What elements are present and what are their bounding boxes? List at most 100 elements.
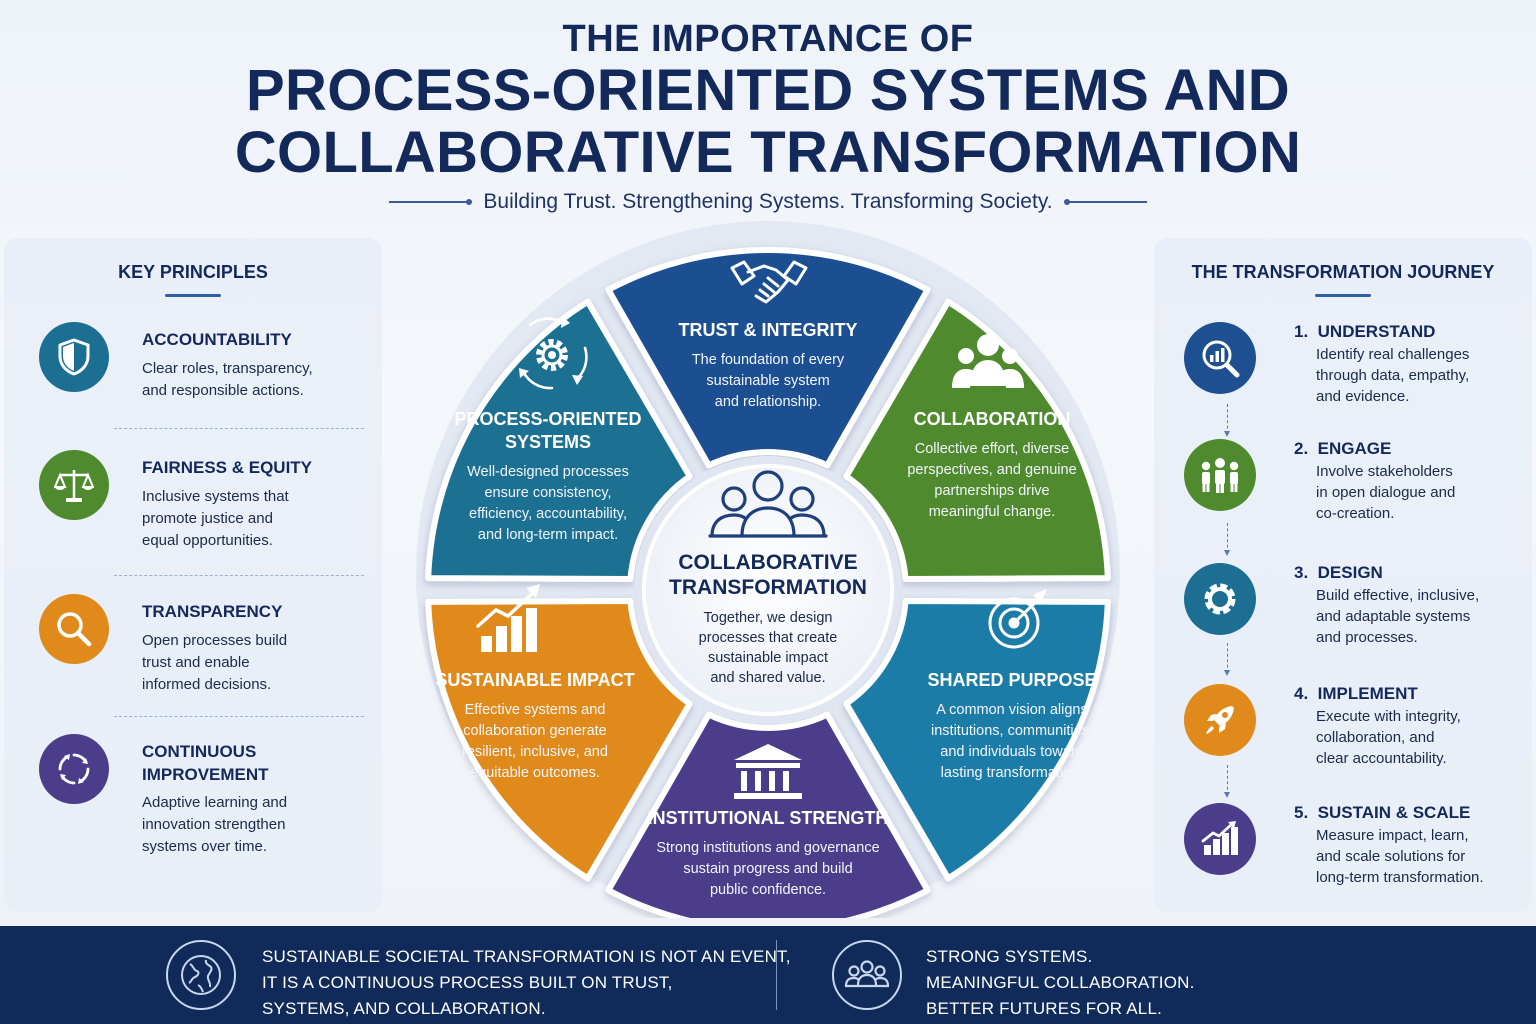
segment-desc-line: meaningful change. xyxy=(928,504,1056,520)
step-number: 2. xyxy=(1294,439,1309,458)
segment-desc: A common vision aligns institutions, com… xyxy=(880,700,1144,784)
principle-divider xyxy=(114,716,364,717)
principle-desc-line: Adaptive learning and xyxy=(142,794,288,811)
step-desc-line: and processes. xyxy=(1316,629,1418,646)
segment-desc-line: ensure consistency, xyxy=(484,485,612,501)
segment-desc-line: lasting transformation. xyxy=(940,765,1084,781)
journey-connector xyxy=(1224,404,1230,437)
institution-icon xyxy=(734,744,802,799)
step-title-text: DESIGN xyxy=(1317,563,1383,582)
principle-desc: Clear roles, transparency, and responsib… xyxy=(142,358,382,402)
journey-connector xyxy=(1224,643,1230,676)
principle-title: TRANSPARENCY xyxy=(142,600,382,623)
scales-icon xyxy=(39,450,109,520)
step-title-text: UNDERSTAND xyxy=(1317,322,1436,341)
step-desc-line: and adaptable systems xyxy=(1316,608,1471,625)
shield-icon xyxy=(39,322,109,392)
step-desc: Build effective, inclusive, and adaptabl… xyxy=(1316,585,1516,648)
center-desc-line: Together, we design xyxy=(703,610,833,626)
principle-desc-line: innovation strengthen xyxy=(142,816,286,833)
rocket-icon xyxy=(1184,684,1256,756)
segment-desc: Collective effort, diverse perspectives,… xyxy=(860,439,1124,523)
page-title-line-2: COLLABORATIVE TRANSFORMATION xyxy=(234,120,1302,185)
footer-right-line: BETTER FUTURES FOR ALL. xyxy=(926,999,1163,1018)
center-desc-line: and shared value. xyxy=(710,670,826,686)
wheel-center-text: COLLABORATIVE TRANSFORMATION Together, w… xyxy=(648,550,888,688)
page-title: PROCESS-ORIENTED SYSTEMS AND COLLABORATI… xyxy=(0,60,1536,184)
segment-desc-line: Strong institutions and governance xyxy=(656,840,880,856)
segment-title-line: PROCESS-ORIENTED xyxy=(454,409,642,429)
step-desc-line: Execute with integrity, xyxy=(1316,708,1461,725)
principle-title-line: IMPROVEMENT xyxy=(142,765,269,784)
subtitle: Building Trust. Strengthening Systems. T… xyxy=(483,190,1053,213)
center-title: COLLABORATIVE TRANSFORMATION xyxy=(648,550,888,600)
cycle-arrows-icon xyxy=(39,734,109,804)
gear-icon xyxy=(1184,563,1256,635)
footer-left-line: SUSTAINABLE SOCIETAL TRANSFORMATION IS N… xyxy=(262,947,791,966)
principle-desc-line: promote justice and xyxy=(142,510,273,527)
footer-divider xyxy=(776,940,777,1010)
center-desc: Together, we design processes that creat… xyxy=(648,608,888,688)
step-title-text: IMPLEMENT xyxy=(1317,684,1418,703)
subtitle-rule-left xyxy=(389,199,473,205)
segment-desc-line: Collective effort, diverse xyxy=(914,441,1070,457)
segment-desc: Well-designed processes ensure consisten… xyxy=(430,462,666,546)
step-desc-line: and evidence. xyxy=(1316,388,1410,405)
step-desc-line: clear accountability. xyxy=(1316,750,1447,767)
step-desc-line: Identify real challenges xyxy=(1316,346,1470,363)
principle-title-line: CONTINUOUS xyxy=(142,742,257,761)
step-desc: Measure impact, learn, and scale solutio… xyxy=(1316,825,1516,888)
principle-desc: Inclusive systems that promote justice a… xyxy=(142,486,382,552)
principle-desc-line: Clear roles, transparency, xyxy=(142,360,313,377)
segment-desc-line: sustainable system xyxy=(706,373,830,389)
key-principles-panel: KEY PRINCIPLES ACCOUNTABILITY Clear role… xyxy=(4,238,382,912)
journey-title: THE TRANSFORMATION JOURNEY xyxy=(1191,262,1495,282)
segment-shared-purpose: SHARED PURPOSE A common vision aligns in… xyxy=(880,669,1144,784)
step-desc: Execute with integrity, collaboration, a… xyxy=(1316,706,1516,769)
step-title: 2. ENGAGE xyxy=(1294,439,1391,459)
segment-title: TRUST & INTEGRITY xyxy=(678,320,858,340)
step-desc-line: co-creation. xyxy=(1316,505,1395,522)
segment-desc-line: equitable outcomes. xyxy=(470,765,600,781)
step-desc-line: collaboration, and xyxy=(1316,729,1435,746)
segment-desc-line: A common vision aligns xyxy=(936,702,1088,718)
journey-underline xyxy=(1315,294,1371,297)
subtitle-rule-right xyxy=(1063,199,1147,205)
principle-title: ACCOUNTABILITY xyxy=(142,328,382,351)
key-principles-underline xyxy=(165,294,221,297)
segment-process-oriented-systems: PROCESS-ORIENTED SYSTEMS Well-designed p… xyxy=(430,408,666,546)
page-title-line-1: PROCESS-ORIENTED SYSTEMS AND xyxy=(246,58,1290,123)
footer-left-line: SYSTEMS, AND COLLABORATION. xyxy=(262,999,546,1018)
community-icon xyxy=(832,940,902,1010)
people-outline-icon xyxy=(708,470,828,538)
step-title-text: SUSTAIN & SCALE xyxy=(1317,803,1471,822)
subtitle-row: Building Trust. Strengthening Systems. T… xyxy=(0,190,1536,214)
step-desc-line: Measure impact, learn, xyxy=(1316,827,1469,844)
target-icon xyxy=(988,589,1047,649)
center-desc-line: sustainable impact xyxy=(707,650,829,666)
title-kicker: THE IMPORTANCE OF xyxy=(562,18,974,60)
values-wheel: TRUST & INTEGRITY The foundation of ever… xyxy=(380,218,1156,933)
step-title: 1. UNDERSTAND xyxy=(1294,322,1435,342)
center-title-line: COLLABORATIVE xyxy=(678,551,858,574)
principle-desc-line: trust and enable xyxy=(142,654,250,671)
segment-desc: The foundation of every sustainable syst… xyxy=(638,350,898,413)
step-desc-line: in open dialogue and xyxy=(1316,484,1456,501)
segment-desc: Strong institutions and governance susta… xyxy=(610,838,926,901)
globe-icon xyxy=(166,940,236,1010)
center-title-line: TRANSFORMATION xyxy=(669,576,867,599)
segment-desc-line: and relationship. xyxy=(714,394,822,410)
step-title: 3. DESIGN xyxy=(1294,563,1383,583)
people-group-icon xyxy=(952,334,1024,388)
principle-divider xyxy=(114,575,364,576)
wheel-graphic xyxy=(416,221,1120,933)
segment-desc-line: sustain progress and build xyxy=(683,861,853,877)
step-title: 4. IMPLEMENT xyxy=(1294,684,1418,704)
segment-desc-line: perspectives, and genuine xyxy=(907,462,1077,478)
principle-desc-line: Open processes build xyxy=(142,632,288,649)
segment-desc-line: public confidence. xyxy=(709,882,827,898)
wheel-segment-impact xyxy=(425,598,693,882)
segment-desc-line: Well-designed processes xyxy=(467,464,629,480)
key-principles-title: KEY PRINCIPLES xyxy=(118,262,268,282)
transformation-journey-panel: THE TRANSFORMATION JOURNEY 1. UNDERSTAND… xyxy=(1154,238,1532,912)
